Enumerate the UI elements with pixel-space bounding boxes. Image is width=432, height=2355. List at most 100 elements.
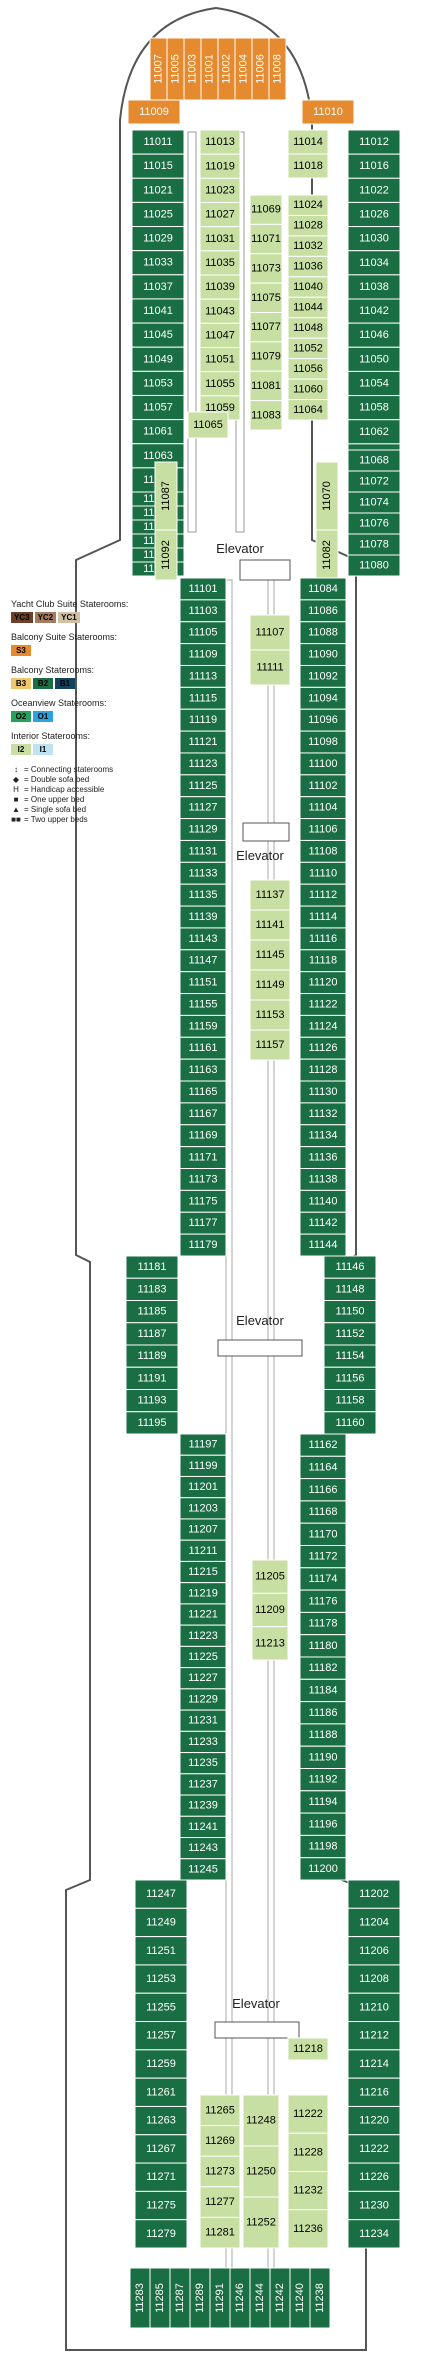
cabin-number: 11086 xyxy=(308,605,338,617)
cabin-box xyxy=(347,2077,401,2107)
cabin-11026: 11026 xyxy=(347,201,401,228)
legend-swatch: YC1 xyxy=(58,612,80,623)
cabin-number: 11076 xyxy=(359,518,389,530)
cabin-number: 11191 xyxy=(138,1372,167,1384)
cabin-number: 11113 xyxy=(189,670,217,682)
cabin-11008: 11008 xyxy=(268,37,287,101)
cabin-11231: 11231 xyxy=(179,1709,227,1732)
cabin-11122: 11122 xyxy=(299,993,347,1016)
cabin-11240: 11240 xyxy=(289,2267,311,2329)
cabin-number: 11001 xyxy=(204,54,216,84)
cabin-11248: 11248 xyxy=(242,2094,280,2147)
cabin-box xyxy=(134,2021,188,2051)
cabin-number: 11106 xyxy=(309,824,338,836)
cabin-11171: 11171 xyxy=(179,1146,227,1170)
cabin-11083: 11083 xyxy=(249,400,283,431)
cabin-11139: 11139 xyxy=(179,905,227,929)
cabin-number: 11156 xyxy=(336,1372,365,1384)
cabin-number: 11039 xyxy=(205,281,235,293)
legend-symbol-label: = Single sofa bed xyxy=(24,805,87,814)
cabin-number: 11183 xyxy=(138,1283,167,1295)
cabin-box xyxy=(134,2049,188,2079)
cabin-11011: 11011 xyxy=(131,129,185,155)
cabin-11006: 11006 xyxy=(251,37,270,101)
cabin-number: 11037 xyxy=(143,281,173,293)
cabin-11253: 11253 xyxy=(134,1964,188,1994)
cabin-11012: 11012 xyxy=(347,129,401,155)
legend-swatch: YC2 xyxy=(34,612,57,623)
cabin-number: 11167 xyxy=(189,1108,218,1120)
cabin-11050: 11050 xyxy=(347,346,401,372)
cabin-box xyxy=(134,2134,188,2164)
cabin-11236: 11236 xyxy=(287,2209,329,2249)
cabin-11019: 11019 xyxy=(199,153,241,179)
cabin-number: 11092 xyxy=(308,670,338,682)
cabin-number: 11153 xyxy=(256,1009,285,1021)
cabin-11166: 11166 xyxy=(299,1478,347,1502)
cabin-11181: 11181 xyxy=(125,1255,179,1279)
cabin-11052: 11052 xyxy=(287,337,329,360)
cabin-number: 11287 xyxy=(174,2283,186,2313)
cabin-number: 11228 xyxy=(293,2146,323,2158)
cabin-box xyxy=(347,1879,401,1909)
cabin-11152: 11152 xyxy=(323,1322,377,1346)
cabin-11078: 11078 xyxy=(347,533,401,556)
cabin-11154: 11154 xyxy=(323,1344,377,1368)
cabin-11136: 11136 xyxy=(299,1146,347,1170)
cabin-number: 11289 xyxy=(194,2283,206,2313)
cabin-number: 11108 xyxy=(309,845,338,857)
cabin-box xyxy=(249,1029,291,1061)
cabin-number: 11073 xyxy=(251,262,281,274)
cabin-number: 11019 xyxy=(205,160,235,172)
cabin-11192: 11192 xyxy=(299,1768,347,1792)
cabin-11225: 11225 xyxy=(179,1645,227,1669)
cabin-box xyxy=(131,129,185,155)
legend-symbol-label: = Double sofa bed xyxy=(24,775,90,784)
cabin-number: 11045 xyxy=(143,329,173,341)
cabin-number: 11149 xyxy=(256,979,285,991)
cabin-box xyxy=(249,614,291,651)
cabin-11229: 11229 xyxy=(179,1688,227,1711)
cabin-11189: 11189 xyxy=(125,1344,179,1368)
legend-swatch-row: S3 xyxy=(11,645,131,656)
cabin-box xyxy=(249,282,283,313)
cabin-number: 11214 xyxy=(359,2058,389,2070)
cabin-number: 11277 xyxy=(205,2196,235,2208)
cabin-number: 11198 xyxy=(309,1841,338,1853)
cabin-number: 11071 xyxy=(251,233,281,245)
cabin-11106: 11106 xyxy=(299,818,347,841)
cabin-11174: 11174 xyxy=(299,1567,347,1591)
cabin-box xyxy=(199,2125,241,2157)
cabin-number: 11204 xyxy=(359,1916,389,1928)
cabin-11115: 11115 xyxy=(179,686,227,710)
cabin-11076: 11076 xyxy=(347,512,401,535)
cabin-box xyxy=(347,177,401,203)
elevator-bank-4 xyxy=(214,2021,300,2039)
cabin-number: 11265 xyxy=(205,2104,235,2116)
cabin-11116: 11116 xyxy=(299,927,347,951)
cabin-number: 11026 xyxy=(359,209,389,221)
cabin-11222: 11222 xyxy=(287,2094,329,2134)
cabin-number: 11116 xyxy=(309,933,337,945)
cabin-11030: 11030 xyxy=(347,226,401,252)
corridor-mid-left xyxy=(225,579,233,2271)
legend-symbol-label: = One upper bed xyxy=(24,795,85,804)
cabin-11155: 11155 xyxy=(179,993,227,1016)
cabin-number: 11028 xyxy=(293,220,323,232)
cabin-11040: 11040 xyxy=(287,276,329,298)
cabin-box xyxy=(251,1626,289,1661)
cabin-11001: 11001 xyxy=(200,37,219,101)
elevator-label-4: Elevator xyxy=(232,1996,280,2011)
cabin-11114: 11114 xyxy=(299,905,347,929)
cabin-11105: 11105 xyxy=(179,621,227,645)
cabin-number: 11267 xyxy=(146,2143,176,2155)
elevator-bank-1 xyxy=(239,559,291,581)
cabin-11054: 11054 xyxy=(347,370,401,397)
cabin-11175: 11175 xyxy=(179,1189,227,1213)
cabin-number: 11007 xyxy=(153,54,165,84)
cabin-number: 11207 xyxy=(188,1524,218,1536)
cabin-number: 11192 xyxy=(309,1774,338,1786)
cabin-box xyxy=(347,554,401,577)
cabin-box xyxy=(199,153,241,179)
cabin-number: 11197 xyxy=(189,1439,218,1451)
